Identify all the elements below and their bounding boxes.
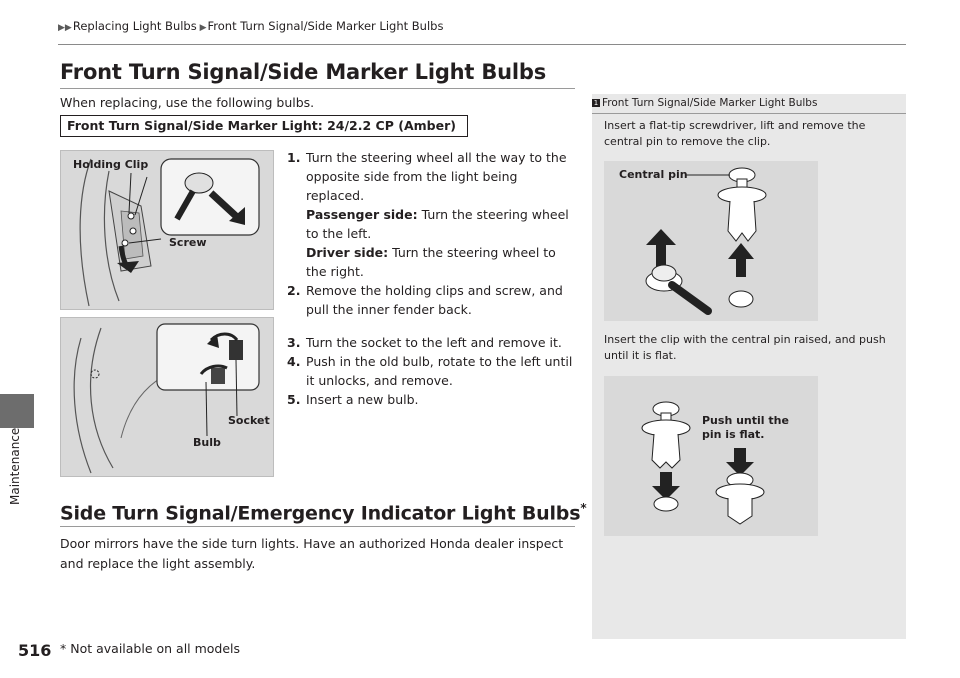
screw-label: Screw <box>169 236 207 249</box>
breadcrumb-item[interactable]: Replacing Light Bulbs <box>72 19 197 33</box>
central-pin-illustration <box>645 167 767 315</box>
section2-divider <box>60 526 575 527</box>
sidebar-text-2: Insert the clip with the central pin rai… <box>604 333 886 362</box>
breadcrumb-arrow-icon: ▶▶ <box>58 23 72 33</box>
breadcrumb-arrow-icon: ▶ <box>196 23 207 33</box>
push-pin-illustration <box>641 401 765 525</box>
section2-title: Side Turn Signal/Emergency Indicator Lig… <box>60 501 587 525</box>
footnote: * Not available on all models <box>60 641 241 656</box>
socket-bulb-illustration <box>73 323 260 474</box>
section2-text: Door mirrors have the side turn lights. … <box>60 536 564 571</box>
title-divider <box>60 88 575 89</box>
section-tab-label: Maintenance <box>8 427 22 505</box>
step-item: 2.Remove the holding clips and screw, an… <box>287 283 563 317</box>
page-number: 516 <box>18 641 52 660</box>
step-item: 3.Turn the socket to the left and remove… <box>287 335 562 350</box>
section-tab: Maintenance <box>2 425 26 535</box>
step-item: Driver side: Turn the steering wheel to … <box>306 245 556 279</box>
step-item: 4.Push in the old bulb, rotate to the le… <box>287 354 573 388</box>
central-pin-figure: Central pin <box>604 161 818 321</box>
sidebar-text-1: Insert a flat-tip screwdriver, lift and … <box>604 119 866 148</box>
socket-label: Socket <box>228 414 270 427</box>
footnote-mark: * <box>580 501 587 515</box>
bulb-label: Bulb <box>193 436 221 449</box>
step-item: 1.Turn the steering wheel all the way to… <box>287 150 567 203</box>
section-title: Front Turn Signal/Side Marker Light Bulb… <box>60 60 547 84</box>
section-tab-marker <box>0 394 34 428</box>
note-marker-icon: 1 <box>592 99 600 107</box>
breadcrumb-item[interactable]: Front Turn Signal/Side Marker Light Bulb… <box>207 19 444 33</box>
holding-clip-label: Holding Clip <box>73 158 149 171</box>
fender-clip-illustration <box>79 158 260 307</box>
step-item: 5.Insert a new bulb. <box>287 392 419 407</box>
procedure-steps: 1.Turn the steering wheel all the way to… <box>287 148 579 409</box>
step-item: Passenger side: Turn the steering wheel … <box>306 207 569 241</box>
central-pin-label: Central pin <box>619 168 688 181</box>
bulb-spec-box: Front Turn Signal/Side Marker Light: 24/… <box>60 115 468 137</box>
intro-text: When replacing, use the following bulbs. <box>60 95 315 110</box>
socket-bulb-figure: Socket Bulb <box>60 317 274 477</box>
fender-clip-figure: Holding Clip Screw <box>60 150 274 310</box>
header-divider <box>58 44 906 45</box>
sidebar-divider <box>592 113 906 114</box>
breadcrumb: ▶▶Replacing Light Bulbs ▶Front Turn Sign… <box>58 19 443 33</box>
